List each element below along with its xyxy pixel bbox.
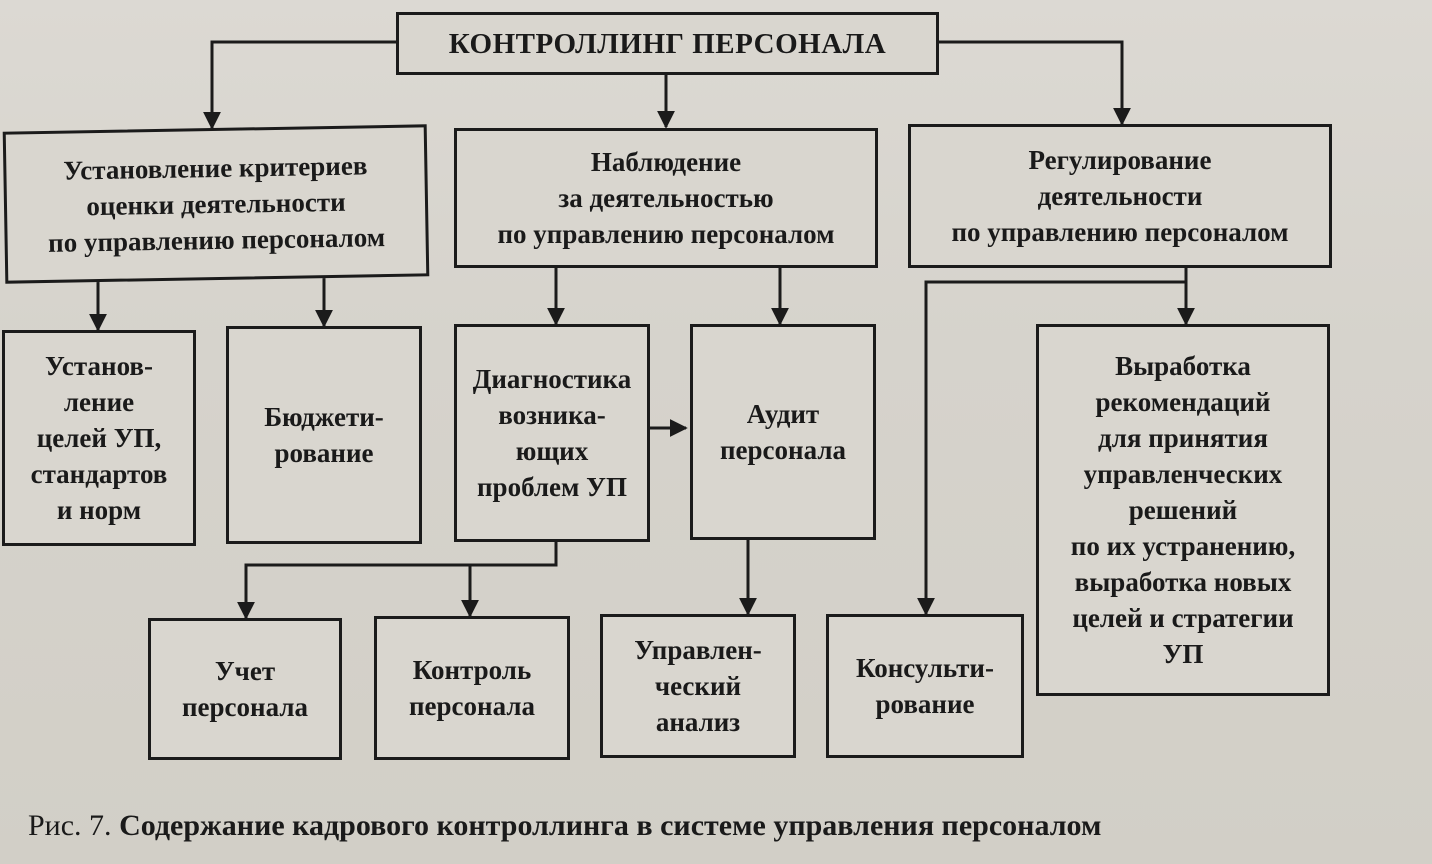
figure-caption: Рис. 7. Содержание кадрового контроллинг…: [28, 806, 1418, 846]
arrow-diagnostics-accounting: [237, 542, 558, 620]
box-goals: Установ- ление целей УП, стандартов и но…: [2, 330, 196, 546]
arrow-root-criteria: [203, 40, 398, 130]
box-consulting: Консульти- рование: [826, 614, 1024, 758]
box-diagnostics: Диагностика возника- ющих проблем УП: [454, 324, 650, 542]
box-audit: Аудит персонала: [690, 324, 876, 540]
box-observation: Наблюдение за деятельностью по управлени…: [454, 128, 878, 268]
arrow-regulation-consulting: [917, 280, 1186, 616]
arrow-root-regulation: [938, 40, 1131, 126]
box-accounting: Учет персонала: [148, 618, 342, 760]
box-control: Контроль персонала: [374, 616, 570, 760]
box-criteria: Установление критериев оценки деятельнос…: [2, 124, 430, 284]
figure-label: Рис. 7.: [28, 809, 112, 842]
box-budgeting: Бюджети- рование: [226, 326, 422, 544]
figure-title: Содержание кадрового контроллинга в сист…: [119, 809, 1102, 842]
box-analysis: Управлен- ческий анализ: [600, 614, 796, 758]
box-recommendations: Выработка рекомендаций для принятия упра…: [1036, 324, 1330, 696]
box-regulation: Регулирование деятельности по управлению…: [908, 124, 1332, 268]
root-box-personnel-controlling: КОНТРОЛЛИНГ ПЕРСОНАЛА: [396, 12, 939, 75]
